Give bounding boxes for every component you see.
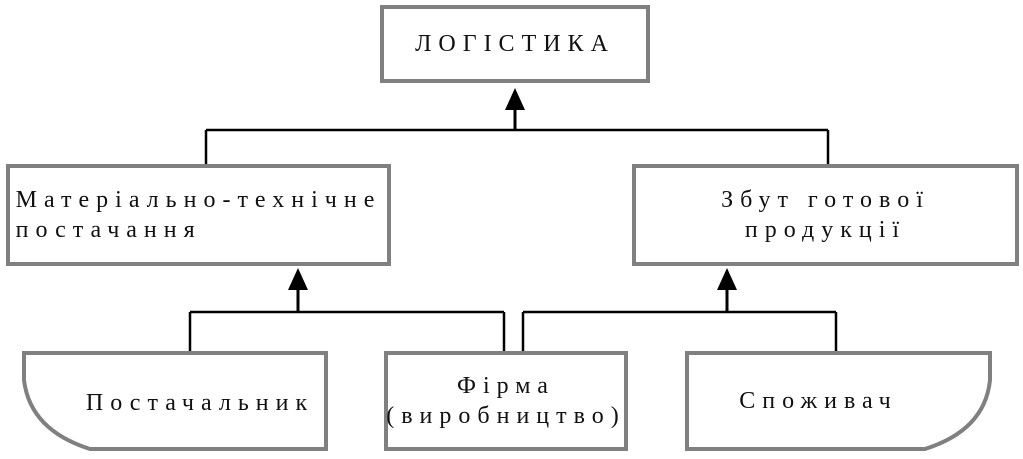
- logistics-label: ЛОГІСТИКА: [415, 31, 615, 57]
- supplier-box: Постачальник: [24, 353, 326, 449]
- supplier-shape: [22, 351, 328, 451]
- sales-box: Збут готової продукції: [632, 164, 1019, 266]
- consumer-shape: [685, 351, 992, 451]
- firm-box: Фірма (виробництво): [384, 351, 628, 451]
- connector-top: [204, 88, 830, 164]
- supplier-label: Постачальник: [85, 390, 315, 416]
- consumer-label: Споживач: [739, 388, 898, 414]
- sales-label: Збут готової продукції: [721, 187, 930, 243]
- supply-label: Матеріально-технічне постачання: [15, 187, 382, 243]
- connector-left: [188, 268, 506, 352]
- arrow-to-supply: [288, 268, 308, 290]
- firm-label: Фірма (виробництво): [386, 373, 626, 429]
- consumer-box: Споживач: [687, 353, 990, 449]
- supply-box: Матеріально-технічне постачання: [6, 164, 391, 266]
- logistics-box: ЛОГІСТИКА: [380, 5, 650, 83]
- arrow-to-logistics: [505, 88, 525, 110]
- connector-right: [521, 268, 838, 352]
- arrow-to-sales: [717, 268, 737, 290]
